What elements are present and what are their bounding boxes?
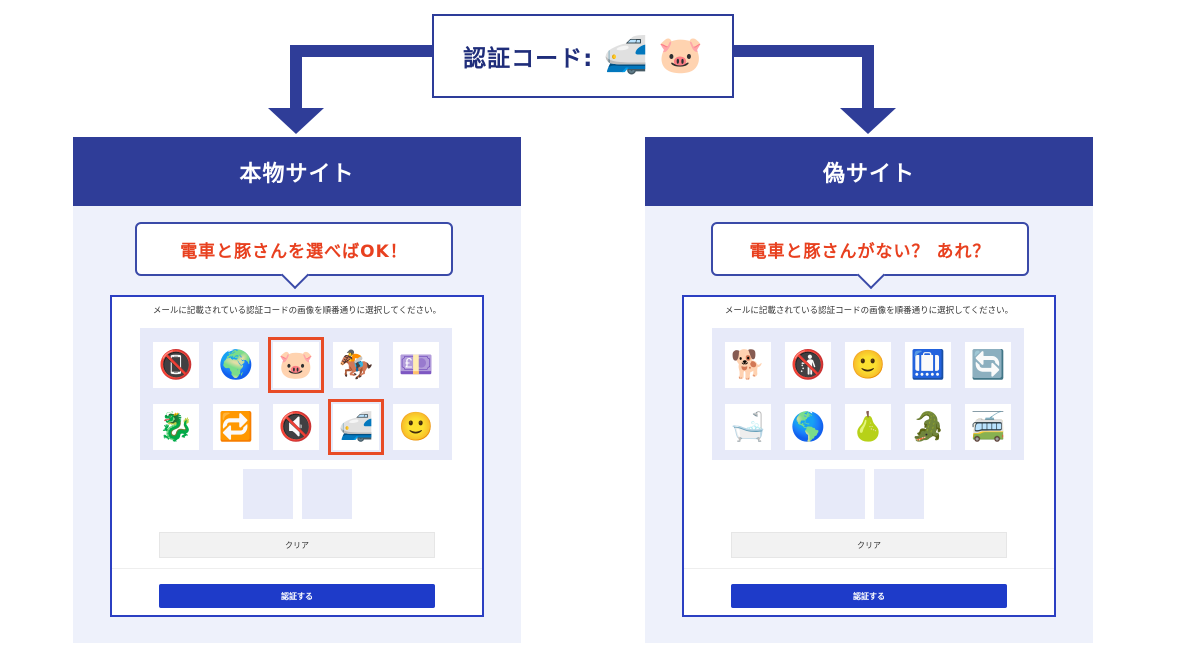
tile-crocodile-icon[interactable]: 🐊 bbox=[905, 404, 951, 450]
tile-refresh-icon[interactable]: 🔄 bbox=[965, 342, 1011, 388]
panel-title: 偽サイト bbox=[645, 137, 1093, 206]
callout-bubble: 電車と豚さんがない？ あれ？ bbox=[711, 222, 1029, 290]
tile-smiley-icon[interactable]: 🙂 bbox=[393, 404, 439, 450]
instruction-text: メールに記載されている認証コードの画像を順番通りに選択してください。 bbox=[152, 306, 442, 316]
genuine-site-panel: 本物サイト 電車と豚さんを選べばOK！ メールに記載されている認証コードの画像を… bbox=[73, 137, 521, 643]
tile-smiley-icon[interactable]: 🙂 bbox=[845, 342, 891, 388]
callout-tail bbox=[280, 260, 310, 290]
divider bbox=[684, 568, 1054, 569]
callout-bubble: 電車と豚さんを選べばOK！ bbox=[135, 222, 453, 290]
tile-globe-icon[interactable]: 🌎 bbox=[785, 404, 831, 450]
answer-slot bbox=[873, 469, 924, 519]
tile-pound-note-icon[interactable]: 💷 bbox=[393, 342, 439, 388]
auth-code-label: 認証コード: bbox=[463, 46, 594, 72]
image-grid: 🐕 🚯 🙂 🛄 🔄 🛁 🌎 🍐 🐊 🚎 bbox=[712, 328, 1024, 460]
divider bbox=[112, 568, 482, 569]
tile-trolleybus-icon[interactable]: 🚎 bbox=[965, 404, 1011, 450]
answer-slots bbox=[112, 469, 482, 519]
tile-no-littering-icon[interactable]: 🚯 bbox=[785, 342, 831, 388]
callout-text: 電車と豚さんを選べばOK！ bbox=[180, 241, 408, 262]
callout-text: 電車と豚さんがない？ あれ？ bbox=[749, 241, 991, 262]
callout-tail bbox=[856, 260, 886, 290]
tile-dragon-icon[interactable]: 🐉 bbox=[153, 404, 199, 450]
fake-site-panel: 偽サイト 電車と豚さんがない？ あれ？ メールに記載されている認証コードの画像を… bbox=[645, 137, 1093, 643]
tile-horse-racing-icon[interactable]: 🏇 bbox=[333, 342, 379, 388]
tile-globe-icon[interactable]: 🌍 bbox=[213, 342, 259, 388]
tile-dog-icon[interactable]: 🐕 bbox=[725, 342, 771, 388]
tile-baggage-icon[interactable]: 🛄 bbox=[905, 342, 951, 388]
tile-bathtub-icon[interactable]: 🛁 bbox=[725, 404, 771, 450]
instruction-text: メールに記載されている認証コードの画像を順番通りに選択してください。 bbox=[724, 306, 1014, 316]
answer-slot bbox=[242, 469, 293, 519]
pig-icon: 🐷 bbox=[658, 35, 703, 76]
captcha-form: メールに記載されている認証コードの画像を順番通りに選択してください。 📵 🌍 🐷… bbox=[110, 295, 484, 617]
submit-button[interactable]: 認証する bbox=[731, 584, 1007, 608]
panel-title: 本物サイト bbox=[73, 137, 521, 206]
clear-button[interactable]: クリア bbox=[159, 532, 435, 558]
train-icon: 🚅 bbox=[603, 35, 649, 76]
clear-button[interactable]: クリア bbox=[731, 532, 1007, 558]
answer-slot bbox=[814, 469, 865, 519]
tile-mute-icon[interactable]: 🔇 bbox=[273, 404, 319, 450]
captcha-form: メールに記載されている認証コードの画像を順番通りに選択してください。 🐕 🚯 🙂… bbox=[682, 295, 1056, 617]
tile-pig-icon[interactable]: 🐷 bbox=[268, 337, 324, 393]
tile-no-mobile-icon[interactable]: 📵 bbox=[153, 342, 199, 388]
answer-slot bbox=[301, 469, 352, 519]
submit-button[interactable]: 認証する bbox=[159, 584, 435, 608]
image-grid: 📵 🌍 🐷 🏇 💷 🐉 🔁 🔇 🚅 🙂 bbox=[140, 328, 452, 460]
tile-pear-icon[interactable]: 🍐 bbox=[845, 404, 891, 450]
auth-code-box: 認証コード: 🚅 🐷 bbox=[432, 14, 734, 98]
tile-repeat-icon[interactable]: 🔁 bbox=[213, 404, 259, 450]
answer-slots bbox=[684, 469, 1054, 519]
tile-train-icon[interactable]: 🚅 bbox=[328, 399, 384, 455]
